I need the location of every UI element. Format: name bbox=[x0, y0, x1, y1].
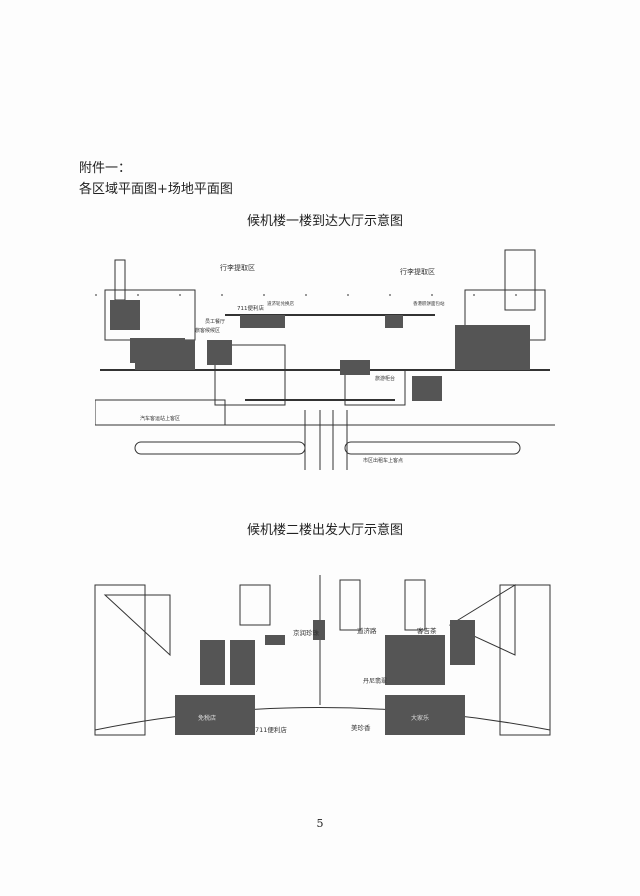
label-jingrun: 京润珍珠 bbox=[293, 628, 320, 637]
label-dajiale: 大家乐 bbox=[411, 714, 429, 722]
label-meizhenxiang: 美珍香 bbox=[351, 723, 371, 732]
label-taxi: 市区出租车上客点 bbox=[363, 457, 403, 464]
label-exchange: 道济轮兑换店 bbox=[267, 300, 294, 307]
departure-hall-floor-plan: 京润珍珠 道济路 客吉茶 711便利店 美珍香 丹尼翡翠 大家乐 免税店 bbox=[94, 575, 551, 736]
label-711: 711便利店 bbox=[237, 304, 264, 312]
plan1-caption: 候机楼一楼到达大厅示意图 bbox=[246, 214, 403, 229]
plan2-caption: 候机楼二楼出发大厅示意图 bbox=[246, 523, 403, 538]
label-dutyfree: 免税店 bbox=[198, 714, 216, 722]
label-tour-counter: 旅游柜台 bbox=[375, 375, 395, 382]
label-711: 711便利店 bbox=[255, 725, 287, 734]
attachment-label: 附件一： bbox=[79, 161, 132, 176]
arrival-hall-floor-plan: 行李提取区 行李提取区 711便利店 道济轮兑换店 香港糕饼面包站 员工餐厅 旅… bbox=[95, 249, 555, 470]
label-kejicha: 客吉茶 bbox=[417, 626, 437, 635]
label-waiting: 旅客候候区 bbox=[195, 327, 220, 334]
label-daoji: 道济路 bbox=[357, 626, 377, 635]
label-staff-canteen: 员工餐厅 bbox=[205, 318, 225, 325]
document-title: 各区域平面图+场地平面图 bbox=[79, 182, 233, 197]
label-baggage-left: 行李提取区 bbox=[220, 263, 255, 272]
label-danni: 丹尼翡翠 bbox=[363, 677, 387, 685]
page-number: 5 bbox=[316, 817, 324, 830]
label-bus-area: 汽车客运站上客区 bbox=[140, 415, 180, 422]
label-baggage-right: 行李提取区 bbox=[400, 267, 435, 276]
label-bakery: 香港糕饼面包站 bbox=[413, 300, 445, 307]
